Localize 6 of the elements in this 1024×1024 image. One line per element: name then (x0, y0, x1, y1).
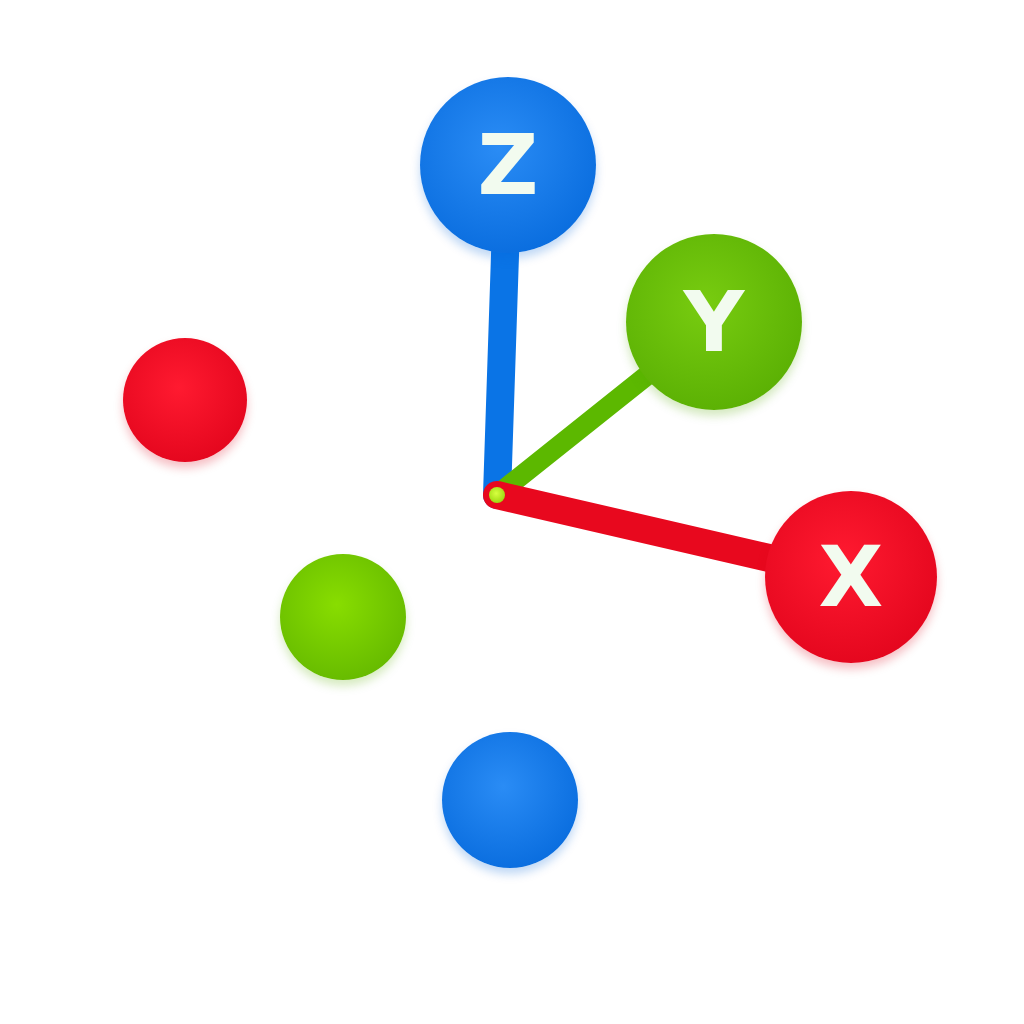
axis-letter: Z (477, 123, 539, 207)
axis-letter: Y (683, 280, 745, 364)
axis-letter: X (818, 535, 884, 619)
sphere (123, 338, 247, 462)
sphere (280, 554, 406, 680)
sphere (442, 732, 578, 868)
